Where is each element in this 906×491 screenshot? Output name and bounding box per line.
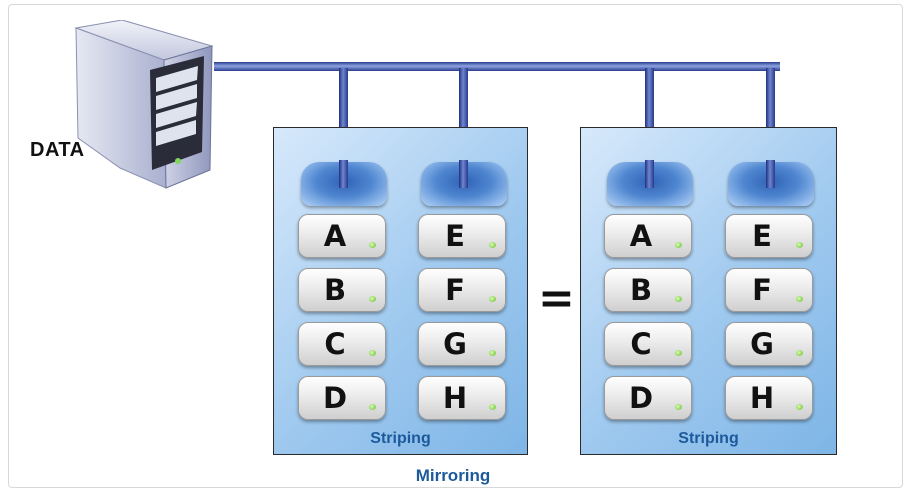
striping-label: Striping (678, 430, 739, 447)
equals-sign: = (538, 273, 575, 324)
status-led-icon (489, 242, 496, 248)
data-source-label: DATA (30, 139, 85, 161)
pipe-end (459, 160, 468, 188)
pipe-end (766, 160, 775, 188)
disk-drive: G (418, 322, 506, 366)
status-led-icon (796, 350, 803, 356)
disk-drive: E (725, 214, 813, 258)
status-led-icon (489, 296, 496, 302)
pipe-end (645, 160, 654, 188)
status-led-icon (796, 404, 803, 410)
status-led-icon (675, 296, 682, 302)
disk-drive: A (604, 214, 692, 258)
disk-drive: D (298, 376, 386, 420)
disk-drive: C (298, 322, 386, 366)
disk-drive: H (725, 376, 813, 420)
disk-drive: A (298, 214, 386, 258)
mirroring-label: Mirroring (415, 466, 491, 485)
disk-drive: B (604, 268, 692, 312)
striping-label: Striping (370, 430, 431, 447)
status-led-icon (489, 350, 496, 356)
status-led-icon (796, 296, 803, 302)
status-led-icon (489, 404, 496, 410)
status-led-icon (675, 242, 682, 248)
disk-drive: G (725, 322, 813, 366)
disk-drive: F (418, 268, 506, 312)
disk-drive: E (418, 214, 506, 258)
status-led-icon (369, 296, 376, 302)
disk-drive: B (298, 268, 386, 312)
status-led-icon (369, 404, 376, 410)
disk-drive: C (604, 322, 692, 366)
disk-drive: D (604, 376, 692, 420)
disk-drive: H (418, 376, 506, 420)
status-led-icon (796, 242, 803, 248)
disk-drive: F (725, 268, 813, 312)
status-led-icon (675, 404, 682, 410)
status-led-icon (369, 350, 376, 356)
pipe-end (339, 160, 348, 188)
status-led-icon (369, 242, 376, 248)
server-icon (74, 20, 214, 189)
main-data-pipe (214, 62, 780, 71)
status-led-icon (675, 350, 682, 356)
